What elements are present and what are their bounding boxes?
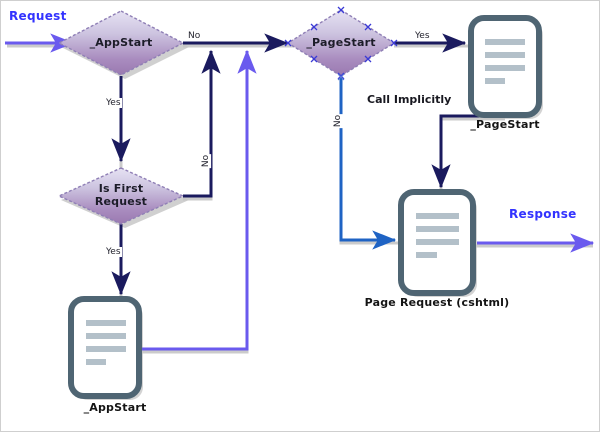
edge-page-start-no[interactable] — [339, 77, 397, 250]
node-app-start-decision[interactable] — [57, 10, 185, 76]
selection-handles-page-start[interactable] — [284, 6, 398, 80]
node-page-start-file[interactable] — [468, 15, 542, 118]
node-app-start-file[interactable] — [68, 296, 142, 399]
node-page-request-file[interactable] — [398, 189, 476, 296]
edge-call-implicitly[interactable] — [431, 114, 504, 189]
edge-is-first-request-no[interactable] — [183, 49, 221, 198]
node-is-first-request-decision[interactable] — [57, 167, 185, 225]
edge-app-start-file-return[interactable] — [139, 49, 257, 351]
selection-handles-page-start-no-edge[interactable] — [337, 73, 345, 81]
node-page-start-decision[interactable] — [286, 9, 396, 77]
